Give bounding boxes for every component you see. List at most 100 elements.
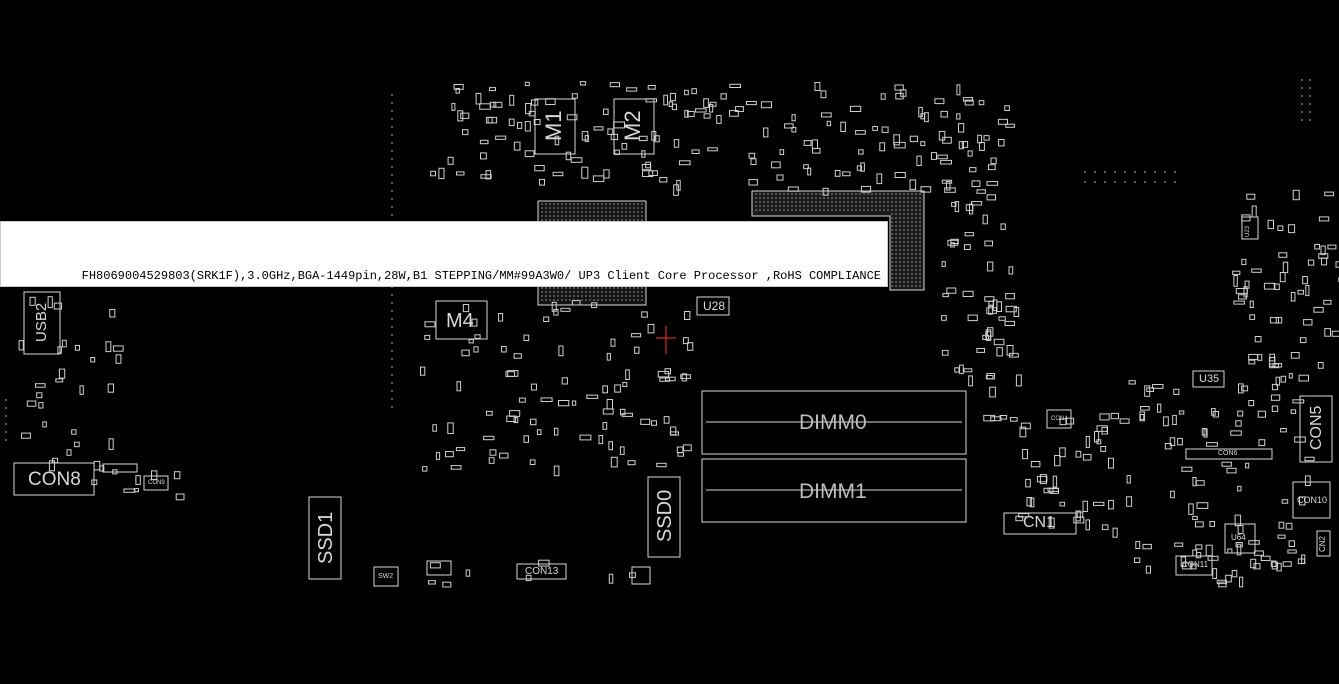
bga-pad [819, 201, 821, 203]
bga-pad [541, 207, 543, 209]
smd-footprint [1257, 354, 1263, 361]
via-dot [391, 182, 393, 184]
smd-footprint [1235, 542, 1243, 548]
bga-pad [787, 193, 789, 195]
smd-footprint [962, 290, 974, 297]
bga-pad [577, 299, 579, 301]
bga-pad [875, 193, 877, 195]
bga-pad [641, 219, 643, 221]
bga-pad [803, 209, 805, 211]
via-dot [1124, 181, 1126, 183]
smd-footprint [750, 158, 757, 166]
smd-footprint [1216, 579, 1228, 585]
bga-pad [569, 215, 571, 217]
smd-footprint [1246, 193, 1256, 200]
bga-pad [903, 225, 905, 227]
smd-footprint [629, 572, 636, 578]
bga-pad [903, 213, 905, 215]
bga-pad [899, 237, 901, 239]
smd-footprint [571, 300, 581, 306]
bga-pad [549, 287, 551, 289]
smd-footprint [29, 296, 36, 306]
bga-pad [593, 295, 595, 297]
bga-pad [637, 211, 639, 213]
bga-pad [843, 201, 845, 203]
smd-footprint [21, 432, 31, 439]
smd-footprint [1135, 541, 1141, 549]
smd-footprint [455, 88, 460, 94]
bga-pad [597, 291, 599, 293]
smd-footprint [524, 121, 531, 132]
bga-pad [589, 295, 591, 297]
bga-pad [629, 207, 631, 209]
via-dot [391, 94, 393, 96]
bga-pad [791, 205, 793, 207]
smd-footprint [53, 302, 62, 310]
smd-footprint [571, 93, 578, 99]
sw2-outline [373, 566, 399, 587]
bga-pad [903, 205, 905, 207]
smd-footprint [969, 203, 974, 215]
smd-footprint [529, 459, 536, 465]
via-dot [391, 358, 393, 360]
smd-footprint [640, 418, 651, 425]
bga-pad [585, 219, 587, 221]
smd-footprint [545, 98, 556, 105]
bga-pad [581, 299, 583, 301]
smd-footprint [614, 384, 621, 393]
bga-pad [903, 257, 905, 259]
bga-pad [637, 287, 639, 289]
smd-footprint [1324, 191, 1335, 197]
smd-footprint [958, 123, 965, 133]
bga-pad [569, 219, 571, 221]
smd-footprint [1211, 408, 1216, 416]
bga-pad [899, 241, 901, 243]
bga-pad [883, 205, 885, 207]
smd-footprint [1239, 576, 1244, 588]
dimm0-outline [701, 390, 967, 455]
bga-pad [835, 205, 837, 207]
bga-pad [911, 213, 913, 215]
bga-pad [903, 209, 905, 211]
bga-pad [839, 209, 841, 211]
smd-footprint [942, 293, 949, 298]
bga-pad [763, 193, 765, 195]
bga-pad [613, 299, 615, 301]
smd-footprint [435, 452, 441, 460]
via-dot [1094, 181, 1096, 183]
smd-footprint [1253, 563, 1261, 570]
bga-pad [899, 249, 901, 251]
smd-footprint [1273, 283, 1280, 290]
bga-pad [839, 201, 841, 203]
smd-footprint [453, 84, 464, 90]
bga-pad [771, 205, 773, 207]
bga-pad [919, 281, 921, 283]
bga-pad [775, 193, 777, 195]
bga-pad [589, 215, 591, 217]
bga-pad [549, 207, 551, 209]
bga-pad [863, 205, 865, 207]
smd-footprint [598, 435, 604, 445]
smd-footprint [533, 119, 541, 126]
smd-footprint [982, 214, 988, 225]
bga-pad [811, 209, 813, 211]
label-m2: M2 [620, 110, 645, 141]
bga-pad [767, 197, 769, 199]
label-con10: CON10 [1297, 495, 1328, 505]
bga-pad [907, 285, 909, 287]
bga-pad [803, 193, 805, 195]
smd-footprint [586, 394, 599, 399]
smd-footprint [694, 108, 707, 113]
bga-pad [835, 193, 837, 195]
smd-footprint [776, 174, 784, 181]
bga-pad [577, 207, 579, 209]
bga-pad [919, 229, 921, 231]
smd-footprint [462, 304, 470, 313]
bga-pad [613, 207, 615, 209]
con10-outline [1292, 481, 1331, 519]
via-dot [1301, 79, 1303, 81]
bga-pad [775, 205, 777, 207]
bga-pad [903, 201, 905, 203]
bga-pad [915, 217, 917, 219]
